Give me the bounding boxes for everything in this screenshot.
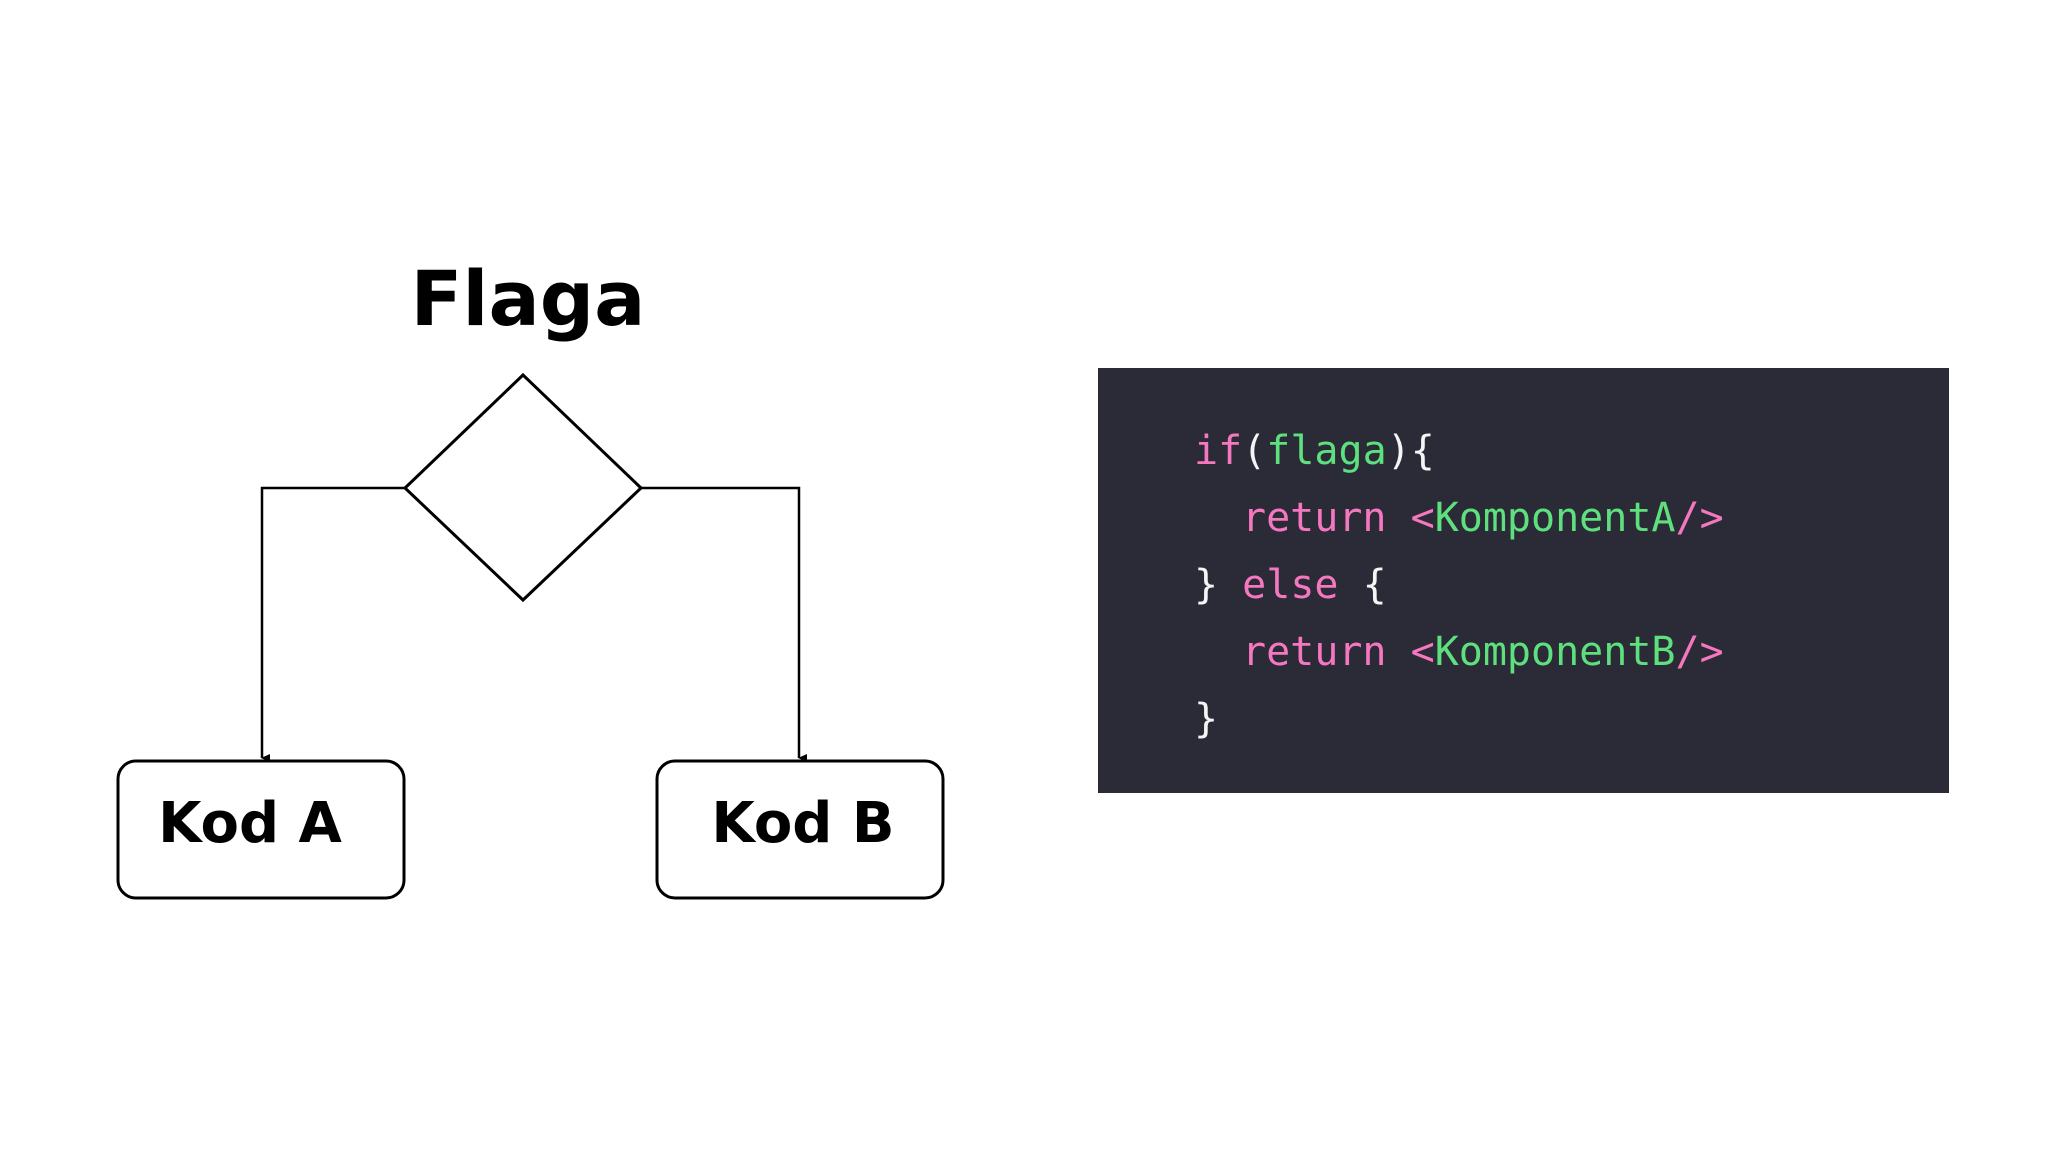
branch-arrow-right [641,486,807,762]
code-paren-close-brace: ){ [1386,428,1435,474]
branch-arrow-left [260,486,405,762]
decision-title: Flaga [411,254,646,343]
code-component-b: KomponentB [1434,629,1676,675]
code-panel: if(flaga){ return <KomponentA/> } else {… [1098,368,1949,793]
code-keyword-if: if [1194,428,1243,474]
code-tag-open: < [1410,495,1435,541]
code-keyword-return: return [1242,629,1387,675]
code-line-2: return <KomponentA/> [1194,485,1949,552]
box-kod-a [116,759,406,900]
code-line-3: } else { [1194,552,1949,619]
code-brace-final: } [1194,696,1219,742]
code-tag-close: /> [1675,629,1724,675]
flowchart: Flaga Kod A Kod B [116,254,945,900]
code-brace-open: { [1338,562,1387,608]
code-line-4: return <KomponentB/> [1194,619,1949,686]
code-component-a: KomponentA [1434,495,1676,541]
box-kod-a-label: Kod A [158,791,342,856]
code-tag-open: < [1410,629,1435,675]
box-kod-b-label: Kod B [711,791,894,856]
decision-diamond [402,372,644,603]
code-paren-open: ( [1242,428,1267,474]
code-line-1: if(flaga){ [1194,418,1949,485]
code-keyword-else: else [1242,562,1339,608]
code-brace-close: } [1194,562,1243,608]
code-line-5: } [1194,686,1949,753]
box-kod-b [655,759,945,900]
code-keyword-return: return [1242,495,1387,541]
code-variable-flaga: flaga [1266,428,1387,474]
code-tag-close: /> [1675,495,1724,541]
